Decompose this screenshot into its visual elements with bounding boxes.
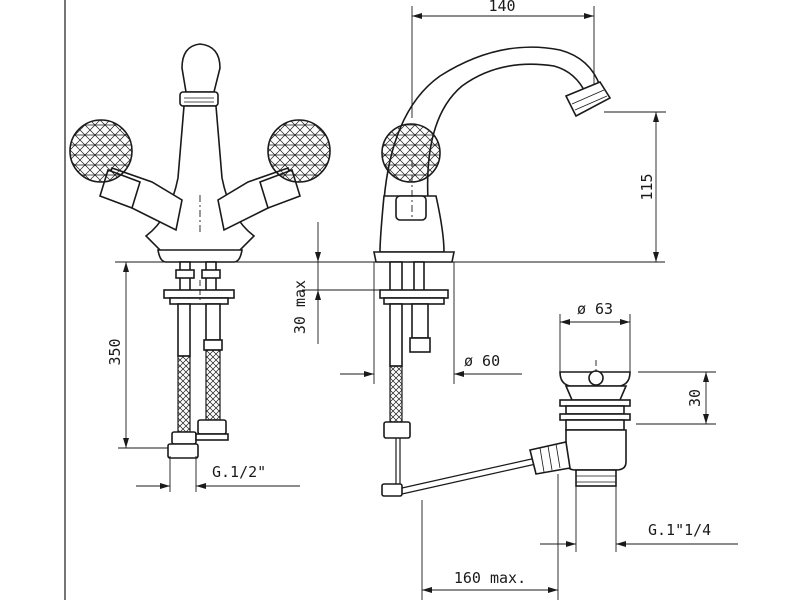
dim-width-top: 140 (411, 0, 595, 118)
front-view (69, 43, 331, 459)
dim-inlet-thread: G.1/2" (136, 456, 300, 492)
dim-base-diameter: ø 60 (340, 262, 522, 384)
dim-max-height: 30 max (291, 222, 380, 344)
dim-spout-height: 115 (604, 111, 666, 262)
side-handle-stem (395, 195, 427, 221)
side-aerator (564, 81, 612, 118)
dim-30max-label: 30 max (291, 280, 309, 334)
waste-body (565, 429, 627, 471)
dim-rod-length: 160 max. (421, 474, 559, 600)
dim-140-label: 140 (488, 0, 515, 15)
front-spout-top (181, 43, 221, 93)
front-body (144, 105, 256, 257)
right-crystal-knob (267, 119, 331, 183)
front-shanks (163, 261, 235, 459)
dim-waste-thread: G.1"1/4 (540, 486, 738, 552)
dim-30-label: 30 (686, 389, 704, 407)
side-base (373, 251, 455, 263)
dim-o63-label: ø 63 (577, 300, 613, 318)
waste-plug (588, 370, 604, 386)
dim-160max-label: 160 max. (454, 569, 526, 587)
dim-waste-diameter: ø 63 (559, 300, 631, 372)
dim-115-label: 115 (638, 173, 656, 200)
dim-o60-label: ø 60 (464, 352, 500, 370)
dim-shank-length: 350 (106, 261, 168, 449)
front-base (157, 249, 243, 263)
side-shanks (379, 261, 537, 497)
side-crystal-knob (381, 123, 441, 183)
dim-waste-height: 30 (636, 371, 716, 425)
side-view (373, 46, 612, 497)
left-crystal-knob (69, 119, 133, 183)
dim-350-label: 350 (106, 338, 124, 365)
front-aerator (179, 91, 219, 107)
dim-g12-label: G.1/2" (212, 463, 266, 481)
waste-assembly (529, 360, 631, 487)
dim-g114-label: G.1"1/4 (648, 521, 711, 539)
